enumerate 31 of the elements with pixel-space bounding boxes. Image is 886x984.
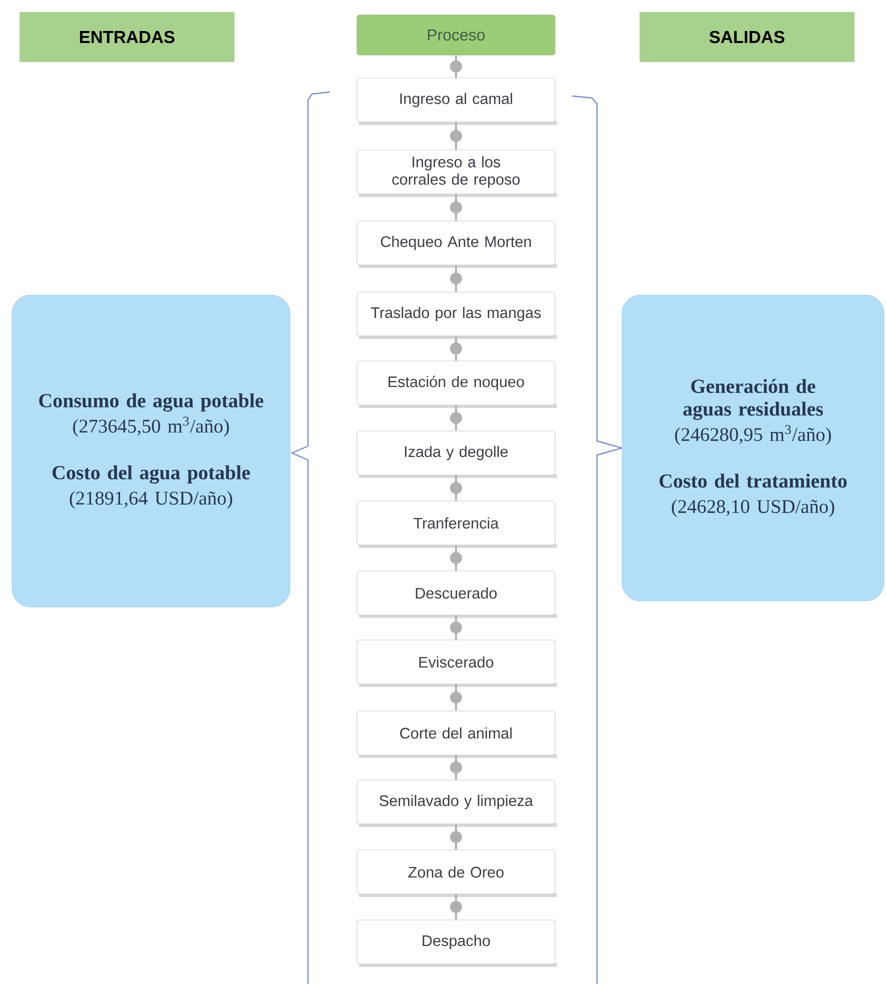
info-box: Consumo de agua potable (273645,50 m$^{3}$/año) Costo del agua potable (21891,64 USD/año) — [12, 294, 290, 608]
header-box: SALIDAS — [640, 12, 854, 62]
connector — [450, 265, 462, 292]
connector — [450, 894, 462, 920]
connector — [450, 475, 462, 501]
process-box: Estación de noqueo — [356, 360, 557, 408]
process-box: Ingreso al camal — [356, 78, 557, 125]
connector — [450, 336, 462, 361]
process-box: Ingreso a los corrales de reposo — [356, 150, 557, 197]
info-box: Generación de aguas residuales (246280,95 m$^{3}$/año) Costo del tratamiento (24628,10 USD/año) — [622, 294, 884, 602]
connector — [450, 55, 462, 78]
connector — [450, 755, 462, 780]
connector — [450, 824, 462, 850]
process-box: Eviscerado — [356, 640, 557, 687]
process-box: Descuerado — [356, 570, 557, 618]
header-box: ENTRADAS — [20, 12, 234, 62]
connector — [450, 122, 462, 150]
process-box: Tranferencia — [356, 500, 557, 548]
process-header-box: Proceso — [356, 14, 556, 56]
connector — [450, 194, 462, 221]
connector — [450, 545, 462, 571]
connector — [450, 405, 462, 431]
connector — [450, 684, 462, 711]
process-box: Chequeo Ante Morten — [356, 220, 557, 268]
process-box: Despacho — [356, 920, 557, 967]
process-box: Corte del animal — [356, 710, 557, 758]
process-box: Zona de Oreo — [356, 850, 557, 897]
process-box: Izada y degolle — [356, 430, 557, 478]
process-box: Semilavado y limpieza — [356, 780, 557, 827]
connector — [450, 615, 462, 640]
process-box: Traslado por las mangas — [356, 292, 557, 339]
